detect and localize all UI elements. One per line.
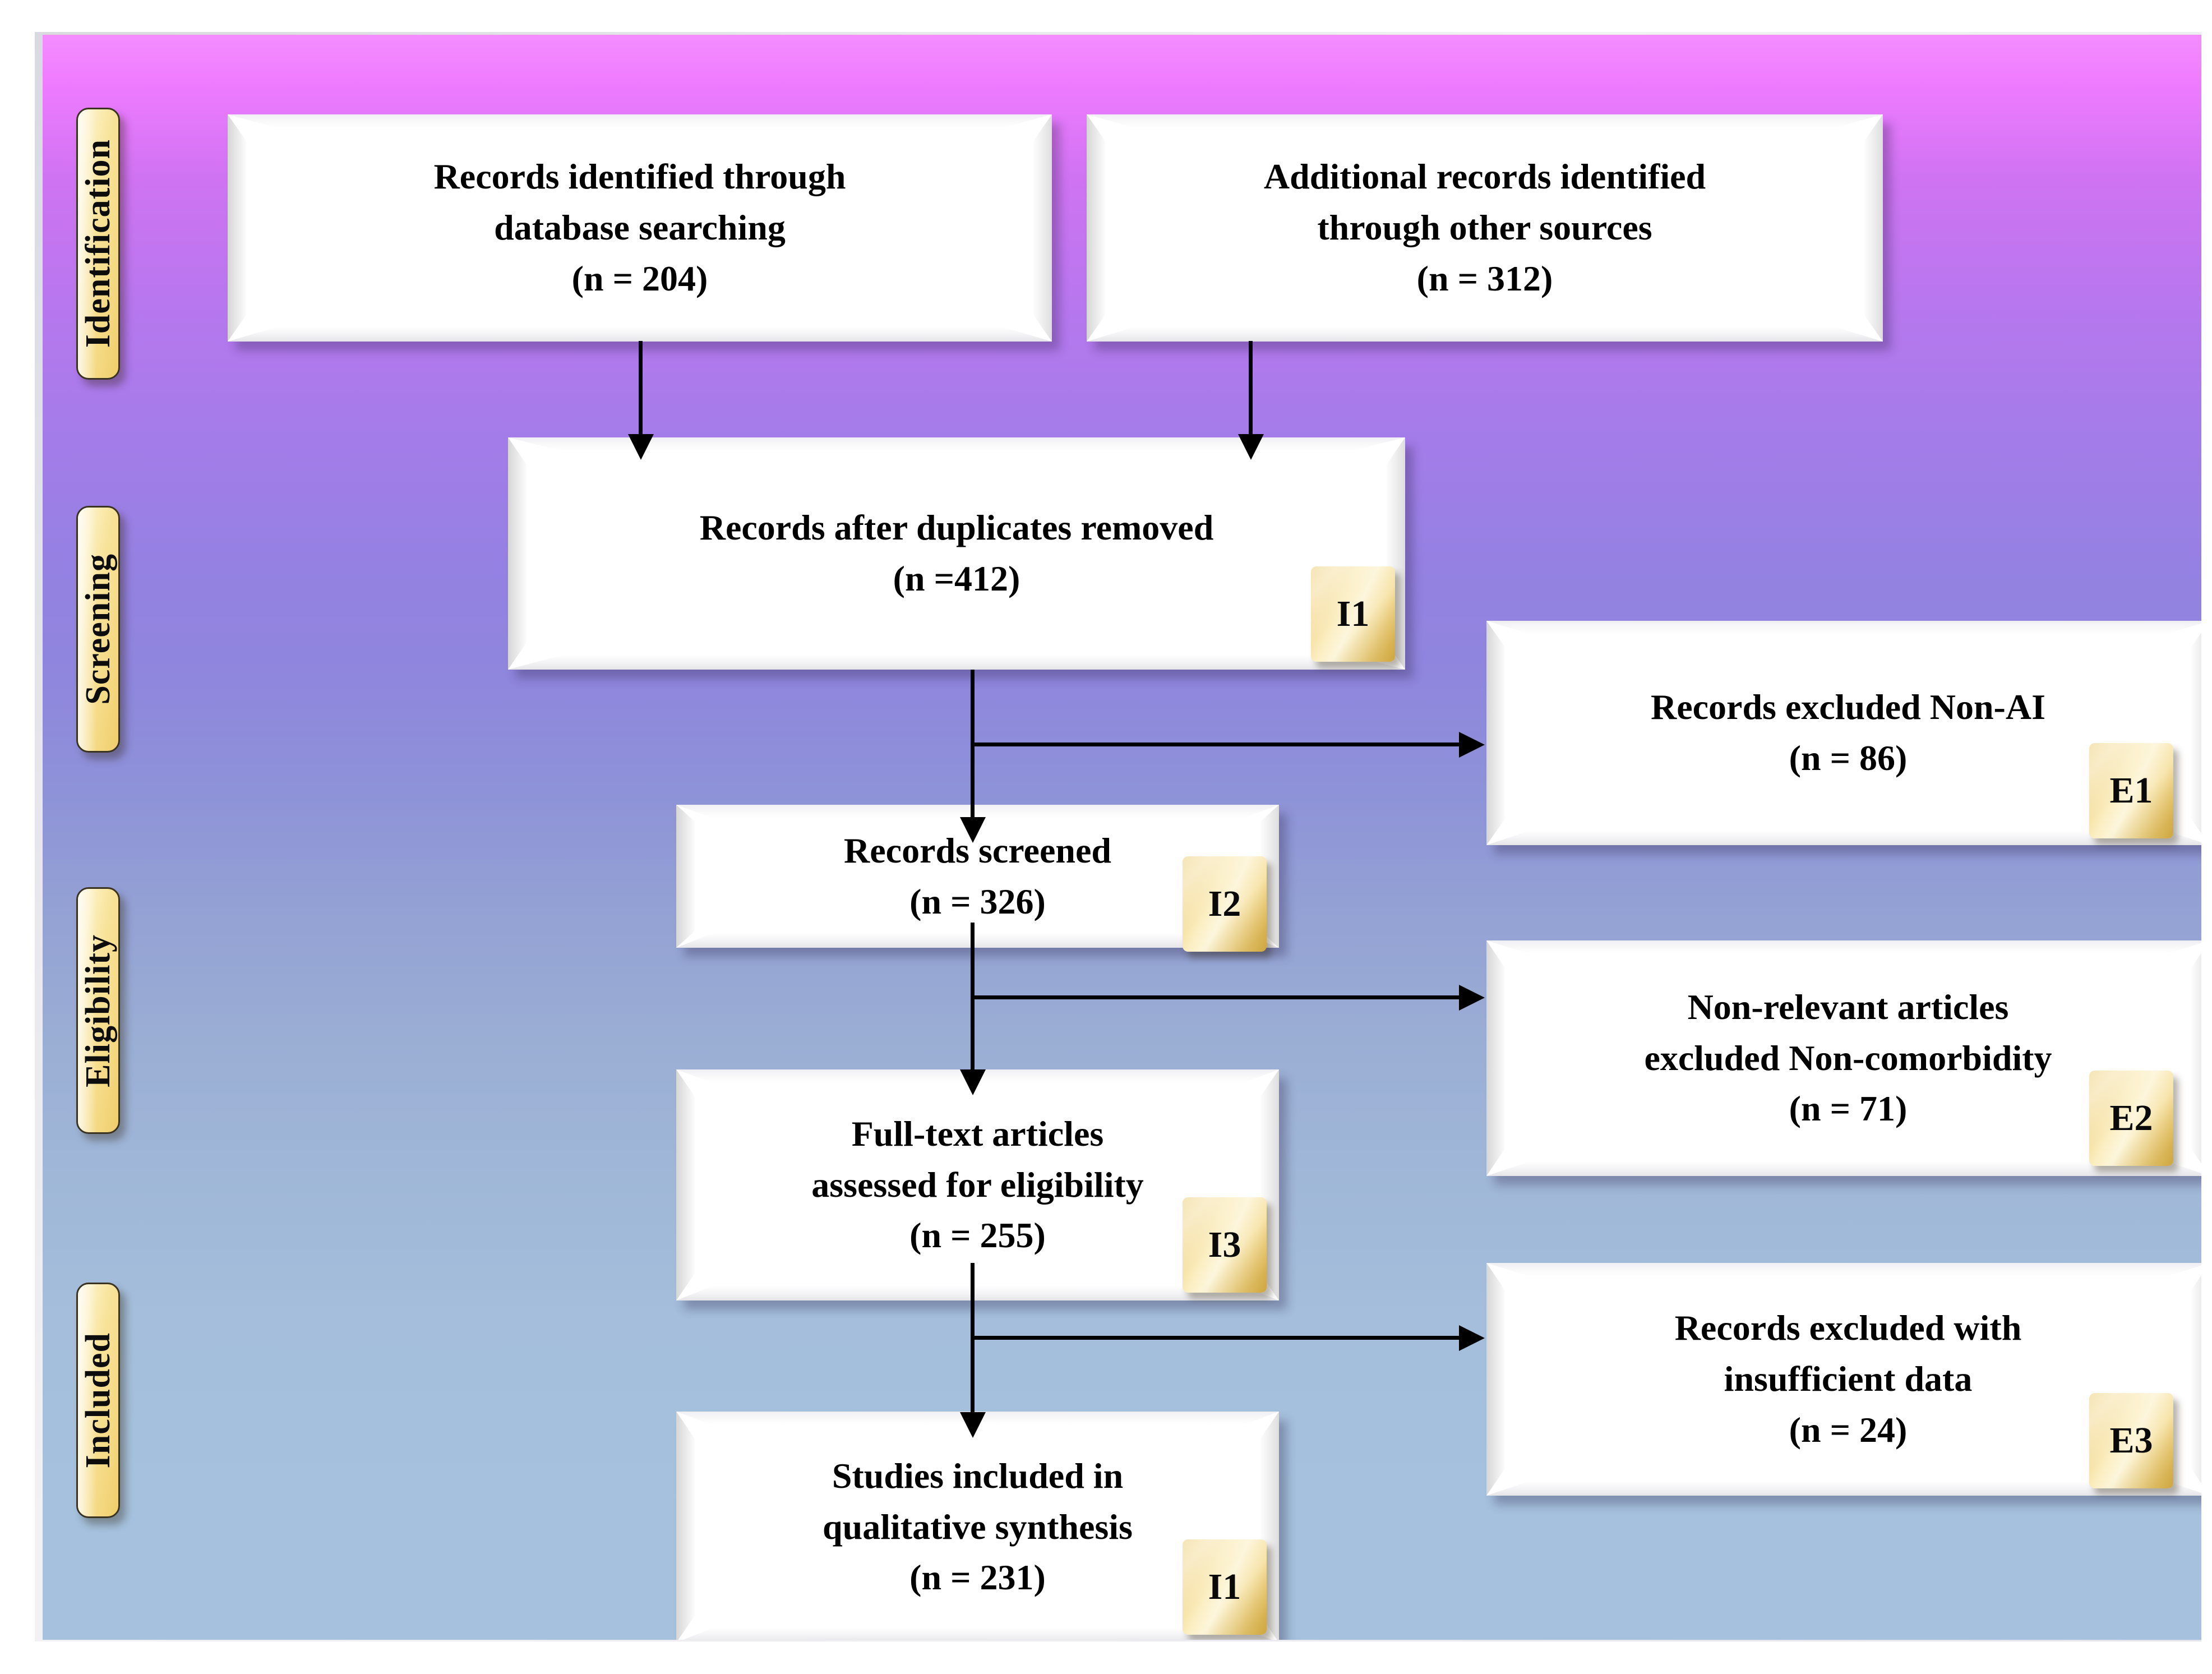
stage-label-eligibility: Eligibility [78,934,117,1087]
stage-label-included: Included [78,1332,117,1469]
box-records-screened-text: Records screened (n = 326) [676,805,1279,948]
code-badge-label: I2 [1208,883,1241,924]
box-line: insufficient data [1724,1359,1973,1399]
code-badge-i1-duplicates: I1 [1311,566,1395,662]
box-count: (n = 204) [571,258,708,298]
connector-duplicates-to-excluded-non-ai [972,743,1466,746]
box-full-text-assessed-eligibility-text: Full-text articles assessed for eligibil… [676,1069,1279,1301]
box-count: (n = 71) [1789,1089,1908,1129]
connector-db-search-down [639,341,643,437]
arrowhead-fulltext-down [960,1412,986,1438]
box-line: Records identified through [433,156,846,197]
box-count: (n = 86) [1789,738,1908,778]
box-additional-records-other-sources-text: Additional records identified through ot… [1087,114,1883,342]
stage-pill-screening: Screening [76,506,120,753]
box-records-identified-database: Records identified through database sear… [228,114,1052,342]
code-badge-i1-studies-included: I1 [1183,1539,1267,1635]
box-count: (n =412) [893,559,1020,598]
box-non-relevant-excluded-non-comorbidity-text: Non-relevant articles excluded Non-comor… [1486,940,2201,1176]
code-badge-e3-excluded-insufficient: E3 [2089,1393,2173,1488]
box-records-excluded-non-ai: Records excluded Non-AI (n = 86) E1 [1486,621,2201,845]
box-studies-included-qualitative-synthesis: Studies included in qualitative synthesi… [676,1412,1279,1640]
box-count: (n = 231) [909,1557,1046,1598]
box-line: database searching [494,207,786,248]
box-count: (n = 24) [1789,1409,1908,1450]
figure-stage: Identification Screening Eligibility Inc… [43,35,2201,1640]
box-line: Records excluded Non-AI [1651,687,2045,727]
code-badge-label: I1 [1208,1566,1241,1607]
code-badge-e1-excluded-non-ai: E1 [2089,743,2173,838]
box-count: (n = 255) [909,1215,1046,1256]
box-records-excluded-insufficient-data: Records excluded with insufficient data … [1486,1263,2201,1496]
arrowhead-duplicates-down [960,817,986,843]
box-line: through other sources [1317,207,1652,248]
box-studies-included-qualitative-synthesis-text: Studies included in qualitative synthesi… [676,1412,1279,1640]
box-records-identified-database-text: Records identified through database sear… [228,114,1052,342]
code-badge-label: E2 [2109,1097,2153,1138]
box-count: (n = 312) [1416,258,1553,298]
box-line: qualitative synthesis [823,1506,1133,1547]
box-records-after-duplicates-removed-text: Records after duplicates removed (n =412… [508,437,1405,670]
arrowhead-db-search-down [628,434,654,460]
box-line: excluded Non-comorbidity [1644,1037,2052,1078]
code-badge-label: E1 [2109,770,2153,811]
code-badge-e2-excluded-non-comorbidity: E2 [2089,1071,2173,1166]
box-line: Studies included in [832,1455,1124,1496]
code-badge-label: I1 [1336,593,1370,634]
stage-pill-included: Included [76,1283,120,1518]
box-additional-records-other-sources: Additional records identified through ot… [1087,114,1883,342]
arrowhead-excluded-non-ai [1459,732,1485,758]
arrowhead-screened-down [960,1069,986,1095]
arrowhead-excluded-non-comorbidity [1459,985,1485,1011]
box-full-text-assessed-eligibility: Full-text articles assessed for eligibil… [676,1069,1279,1301]
box-line: assessed for eligibility [811,1164,1144,1205]
box-line: Additional records identified [1263,156,1706,197]
code-badge-label: I3 [1208,1224,1241,1265]
box-line: Full-text articles [851,1113,1104,1154]
code-badge-label: E3 [2109,1420,2153,1461]
stage-pill-eligibility: Eligibility [76,887,120,1134]
box-line: Records excluded with [1674,1308,2022,1348]
stage-label-screening: Screening [78,554,117,705]
arrowhead-excluded-insufficient [1459,1325,1485,1351]
stage-label-identification: Identification [78,139,117,348]
box-non-relevant-excluded-non-comorbidity: Non-relevant articles excluded Non-comor… [1486,940,2201,1176]
arrowhead-other-sources-down [1238,434,1264,460]
box-count: (n = 326) [909,881,1046,921]
box-records-after-duplicates-removed: Records after duplicates removed (n =412… [508,437,1405,670]
code-badge-i2-records-screened: I2 [1183,856,1267,952]
stage-pill-identification: Identification [76,108,120,380]
box-line: Non-relevant articles [1687,986,2009,1027]
box-records-excluded-insufficient-data-text: Records excluded with insufficient data … [1486,1263,2201,1496]
box-line: Records after duplicates removed [699,508,1214,548]
code-badge-i3-full-text-assessed: I3 [1183,1197,1267,1293]
box-records-excluded-non-ai-text: Records excluded Non-AI (n = 86) [1486,621,2201,845]
connector-fulltext-to-excluded-insufficient [972,1336,1466,1340]
connector-other-sources-down [1249,341,1253,437]
connector-screened-to-excluded-non-comorbidity [972,995,1466,999]
